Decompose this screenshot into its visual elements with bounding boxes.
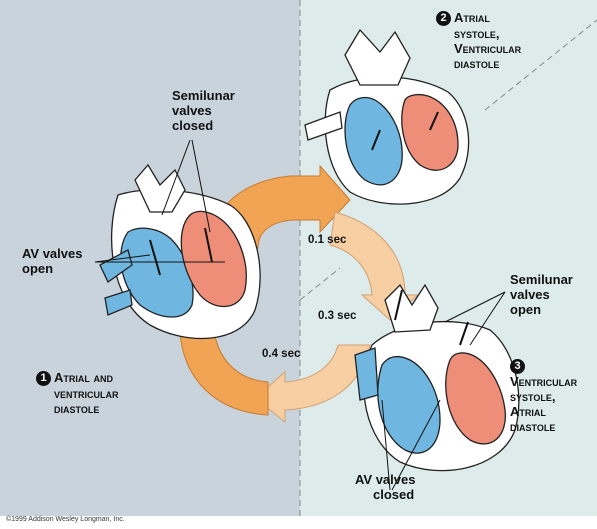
phase-2-number: 2 bbox=[436, 11, 451, 26]
timing-0-4-sec: 0.4 sec bbox=[262, 348, 300, 360]
av-closed-line1: AV valves bbox=[355, 472, 415, 487]
av-closed-label: AV valves closed bbox=[355, 472, 415, 502]
timing-0-3-sec: 0.3 sec bbox=[318, 310, 356, 322]
av-open-line1: AV valves bbox=[22, 246, 82, 261]
semilunar-closed-line1: Semilunar bbox=[172, 88, 235, 103]
semilunar-closed-label: Semilunar valves closed bbox=[172, 88, 235, 133]
phase-3-title-line4: diastole bbox=[510, 419, 577, 434]
phase-1-title-line2: ventricular bbox=[36, 386, 119, 401]
phase-2-title-line1: Atrial bbox=[454, 10, 490, 25]
phase-1-title-line3: diastole bbox=[36, 401, 119, 416]
phase-3-number: 3 bbox=[510, 359, 525, 374]
semilunar-open-label: Semilunar valves open bbox=[510, 272, 573, 317]
semilunar-closed-line2: valves bbox=[172, 103, 235, 118]
av-open-label: AV valves open bbox=[22, 246, 82, 276]
semilunar-open-line3: open bbox=[510, 302, 573, 317]
phase-2-title-line2: systole, bbox=[436, 26, 521, 41]
semilunar-open-line1: Semilunar bbox=[510, 272, 573, 287]
phase-2-title-line4: diastole bbox=[436, 56, 521, 71]
semilunar-open-line2: valves bbox=[510, 287, 573, 302]
phase-2-title-line3: Ventricular bbox=[436, 41, 521, 56]
copyright-notice: ©1999 Addison Wesley Longman, Inc. bbox=[6, 516, 125, 523]
av-closed-line2: closed bbox=[355, 487, 415, 502]
phase-3-title-line2: systole, bbox=[510, 389, 577, 404]
phase-1-number: 1 bbox=[36, 371, 51, 386]
phase-3-title-line3: Atrial bbox=[510, 404, 577, 419]
timing-0-1-sec: 0.1 sec bbox=[308, 234, 346, 246]
phase-3-title-line1: Ventricular bbox=[510, 374, 577, 389]
semilunar-closed-line3: closed bbox=[172, 118, 235, 133]
phase-3-label: 3 Ventricular systole, Atrial diastole bbox=[510, 358, 577, 434]
phase-1-title-line1: Atrial and bbox=[54, 370, 113, 385]
av-open-line2: open bbox=[22, 261, 82, 276]
